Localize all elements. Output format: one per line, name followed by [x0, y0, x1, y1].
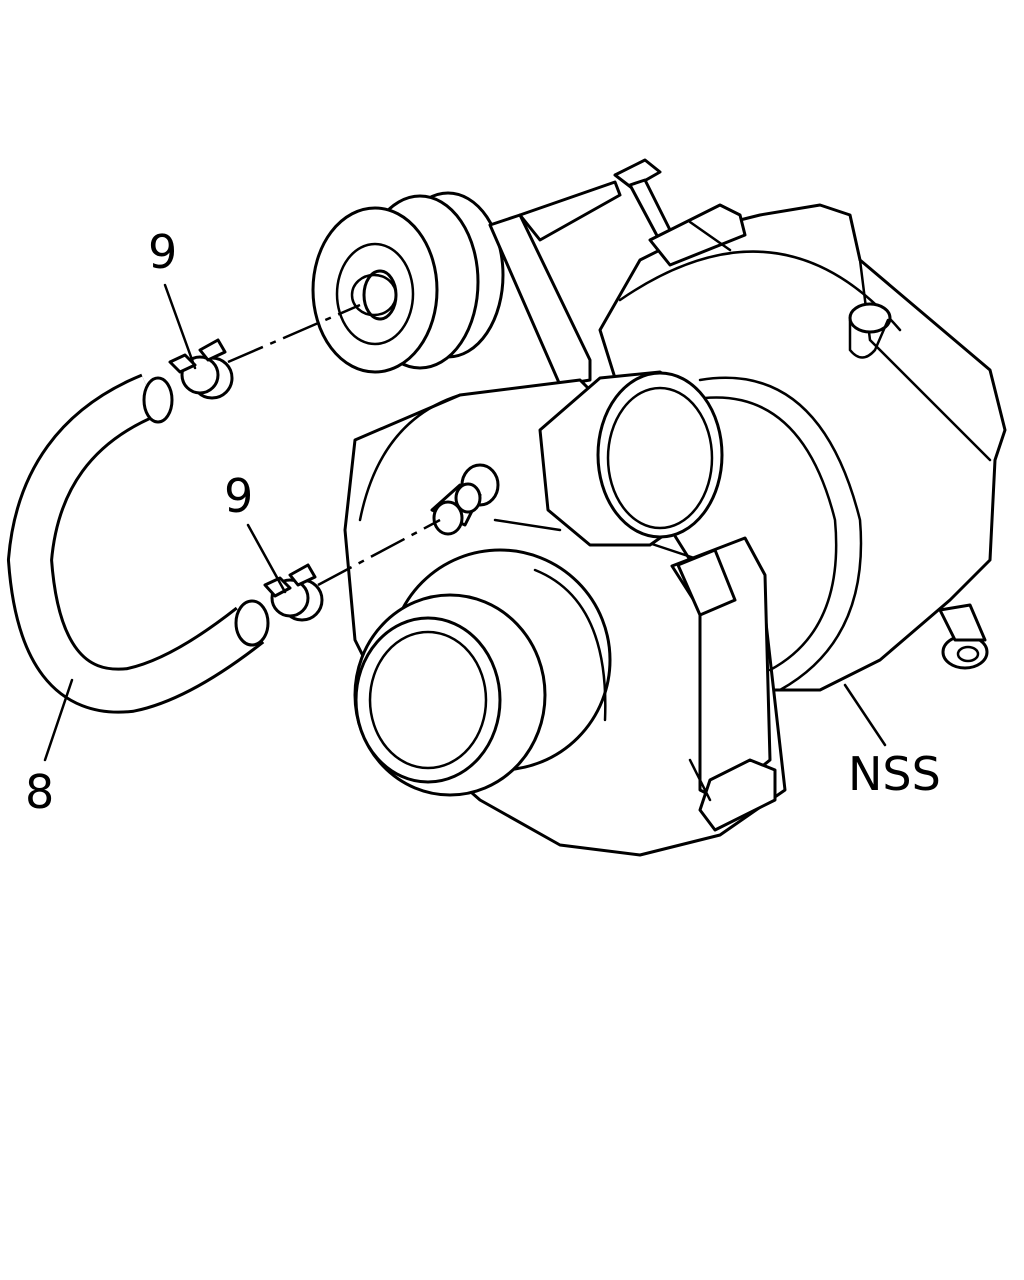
- turbocharger-assembly: [311, 158, 1007, 857]
- clamp-upper: [168, 338, 234, 400]
- callout-hose: 8: [25, 765, 54, 819]
- leader-clamp-upper: [163, 283, 197, 370]
- callout-turbo-assembly: NSS: [848, 747, 941, 801]
- oil-fitting: [848, 302, 892, 334]
- hose-end-upper: [142, 376, 174, 424]
- leader-turbo: [843, 683, 887, 747]
- centerline-upper: [227, 303, 361, 364]
- actuator-linkage: [488, 158, 747, 387]
- leader-clamp-lower: [246, 523, 287, 594]
- leader-hose: [43, 678, 74, 762]
- compressor-outlet: [538, 370, 724, 547]
- center-ring: [688, 376, 863, 692]
- hose: [6, 373, 270, 714]
- centerline-lower: [317, 518, 441, 587]
- clamp-lower: [263, 563, 324, 622]
- compressor-nipple: [430, 463, 562, 536]
- actuator-port: [362, 269, 398, 321]
- hose-end-lower: [234, 599, 270, 647]
- callout-clamp-lower: 9: [224, 469, 253, 523]
- callout-clamp-upper: 9: [148, 225, 177, 279]
- wastegate-actuator: [311, 191, 505, 374]
- compressor-inlet: [353, 548, 612, 797]
